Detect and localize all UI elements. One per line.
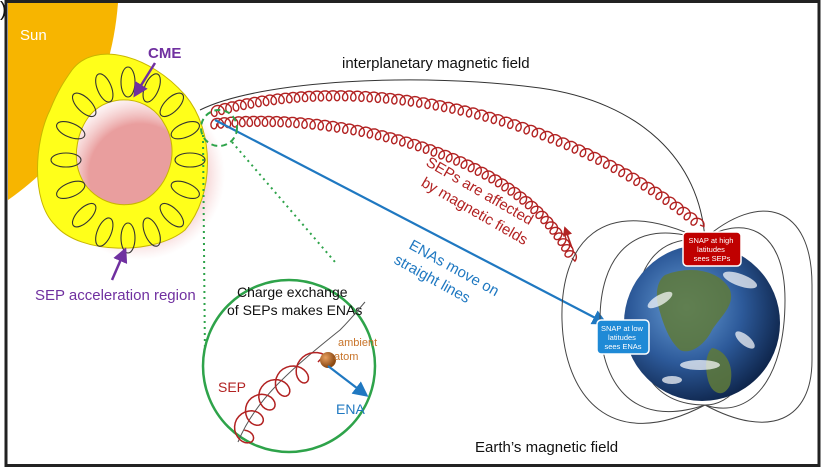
charge-exchange-line2: of SEPs makes ENAs: [227, 302, 362, 318]
cme-loop: [71, 92, 97, 118]
snap-low-line3: sees ENAs: [604, 342, 641, 351]
snap-high-latitude-box: [682, 231, 742, 267]
inset-field-line: [237, 301, 366, 443]
snap-low-latitude-box: [596, 319, 650, 355]
ambient-line1: ambient: [338, 337, 377, 349]
earth-continents: [656, 270, 732, 394]
snap-low-line2: latitudes: [608, 333, 636, 342]
sep-region-pointer-arrow: [110, 247, 128, 281]
ena-inset-arrow: [327, 365, 369, 397]
cme-pointer-arrow: [133, 62, 157, 98]
cme-loop: [170, 180, 200, 199]
zoom-guide-left: [202, 134, 206, 361]
cme-loop: [71, 202, 97, 228]
ena-straight-line-arrow: [214, 119, 608, 325]
snap-high-line1: SNAP at high: [689, 236, 734, 245]
corner-glyph: ): [0, 0, 7, 21]
cme-loop: [95, 73, 114, 103]
sep-spiral-path-lower: [210, 115, 578, 263]
cme-loop: [56, 180, 86, 199]
cme-loop: [159, 92, 185, 118]
cme-label: CME: [148, 45, 181, 62]
cme-loop: [170, 121, 200, 140]
sep-spiral-path-upper: [210, 90, 705, 228]
charge-exchange-label: Charge exchange of SEPs makes ENAs: [227, 284, 362, 318]
ambient-atom: [320, 352, 336, 368]
zoom-guide-right: [231, 141, 336, 263]
charge-exchange-line1: Charge exchange: [237, 284, 348, 300]
cme-loop: [50, 152, 82, 168]
cme-loop: [142, 217, 161, 247]
zoom-source-circle: [200, 109, 238, 147]
sep-turnaround-arrow: [563, 226, 573, 249]
sep-acceleration-region-label: SEP acceleration region: [35, 287, 196, 304]
sun-label: Sun: [20, 27, 47, 44]
inset-ena-label: ENA: [336, 401, 365, 417]
cme-loop: [120, 222, 136, 254]
inset-sep-label: SEP: [218, 379, 246, 395]
snap-high-line3: sees SEPs: [694, 254, 731, 263]
cme-loop: [174, 152, 206, 168]
inset-sep-spiral: [233, 351, 326, 444]
ambient-line2: atom: [334, 351, 358, 363]
snap-high-line2: latitudes: [697, 245, 725, 254]
cme-loop: [95, 217, 114, 247]
cme-loop: [56, 121, 86, 140]
interplanetary-field-line: [199, 79, 706, 241]
cme-loop: [159, 202, 185, 228]
snap-low-line1: SNAP at low: [601, 324, 644, 333]
ambient-atom-label: ambient atom: [334, 337, 380, 363]
interplanetary-field-label: interplanetary magnetic field: [342, 55, 530, 72]
earth-clouds: [647, 271, 758, 384]
cme-field-loops: [50, 66, 206, 254]
earth-magnetic-field-label: Earth’s magnetic field: [475, 439, 618, 456]
snap-low-latitude-label: SNAP at low latitudes sees ENAs: [601, 324, 645, 351]
snap-high-latitude-label: SNAP at high latitudes sees SEPs: [689, 236, 736, 263]
